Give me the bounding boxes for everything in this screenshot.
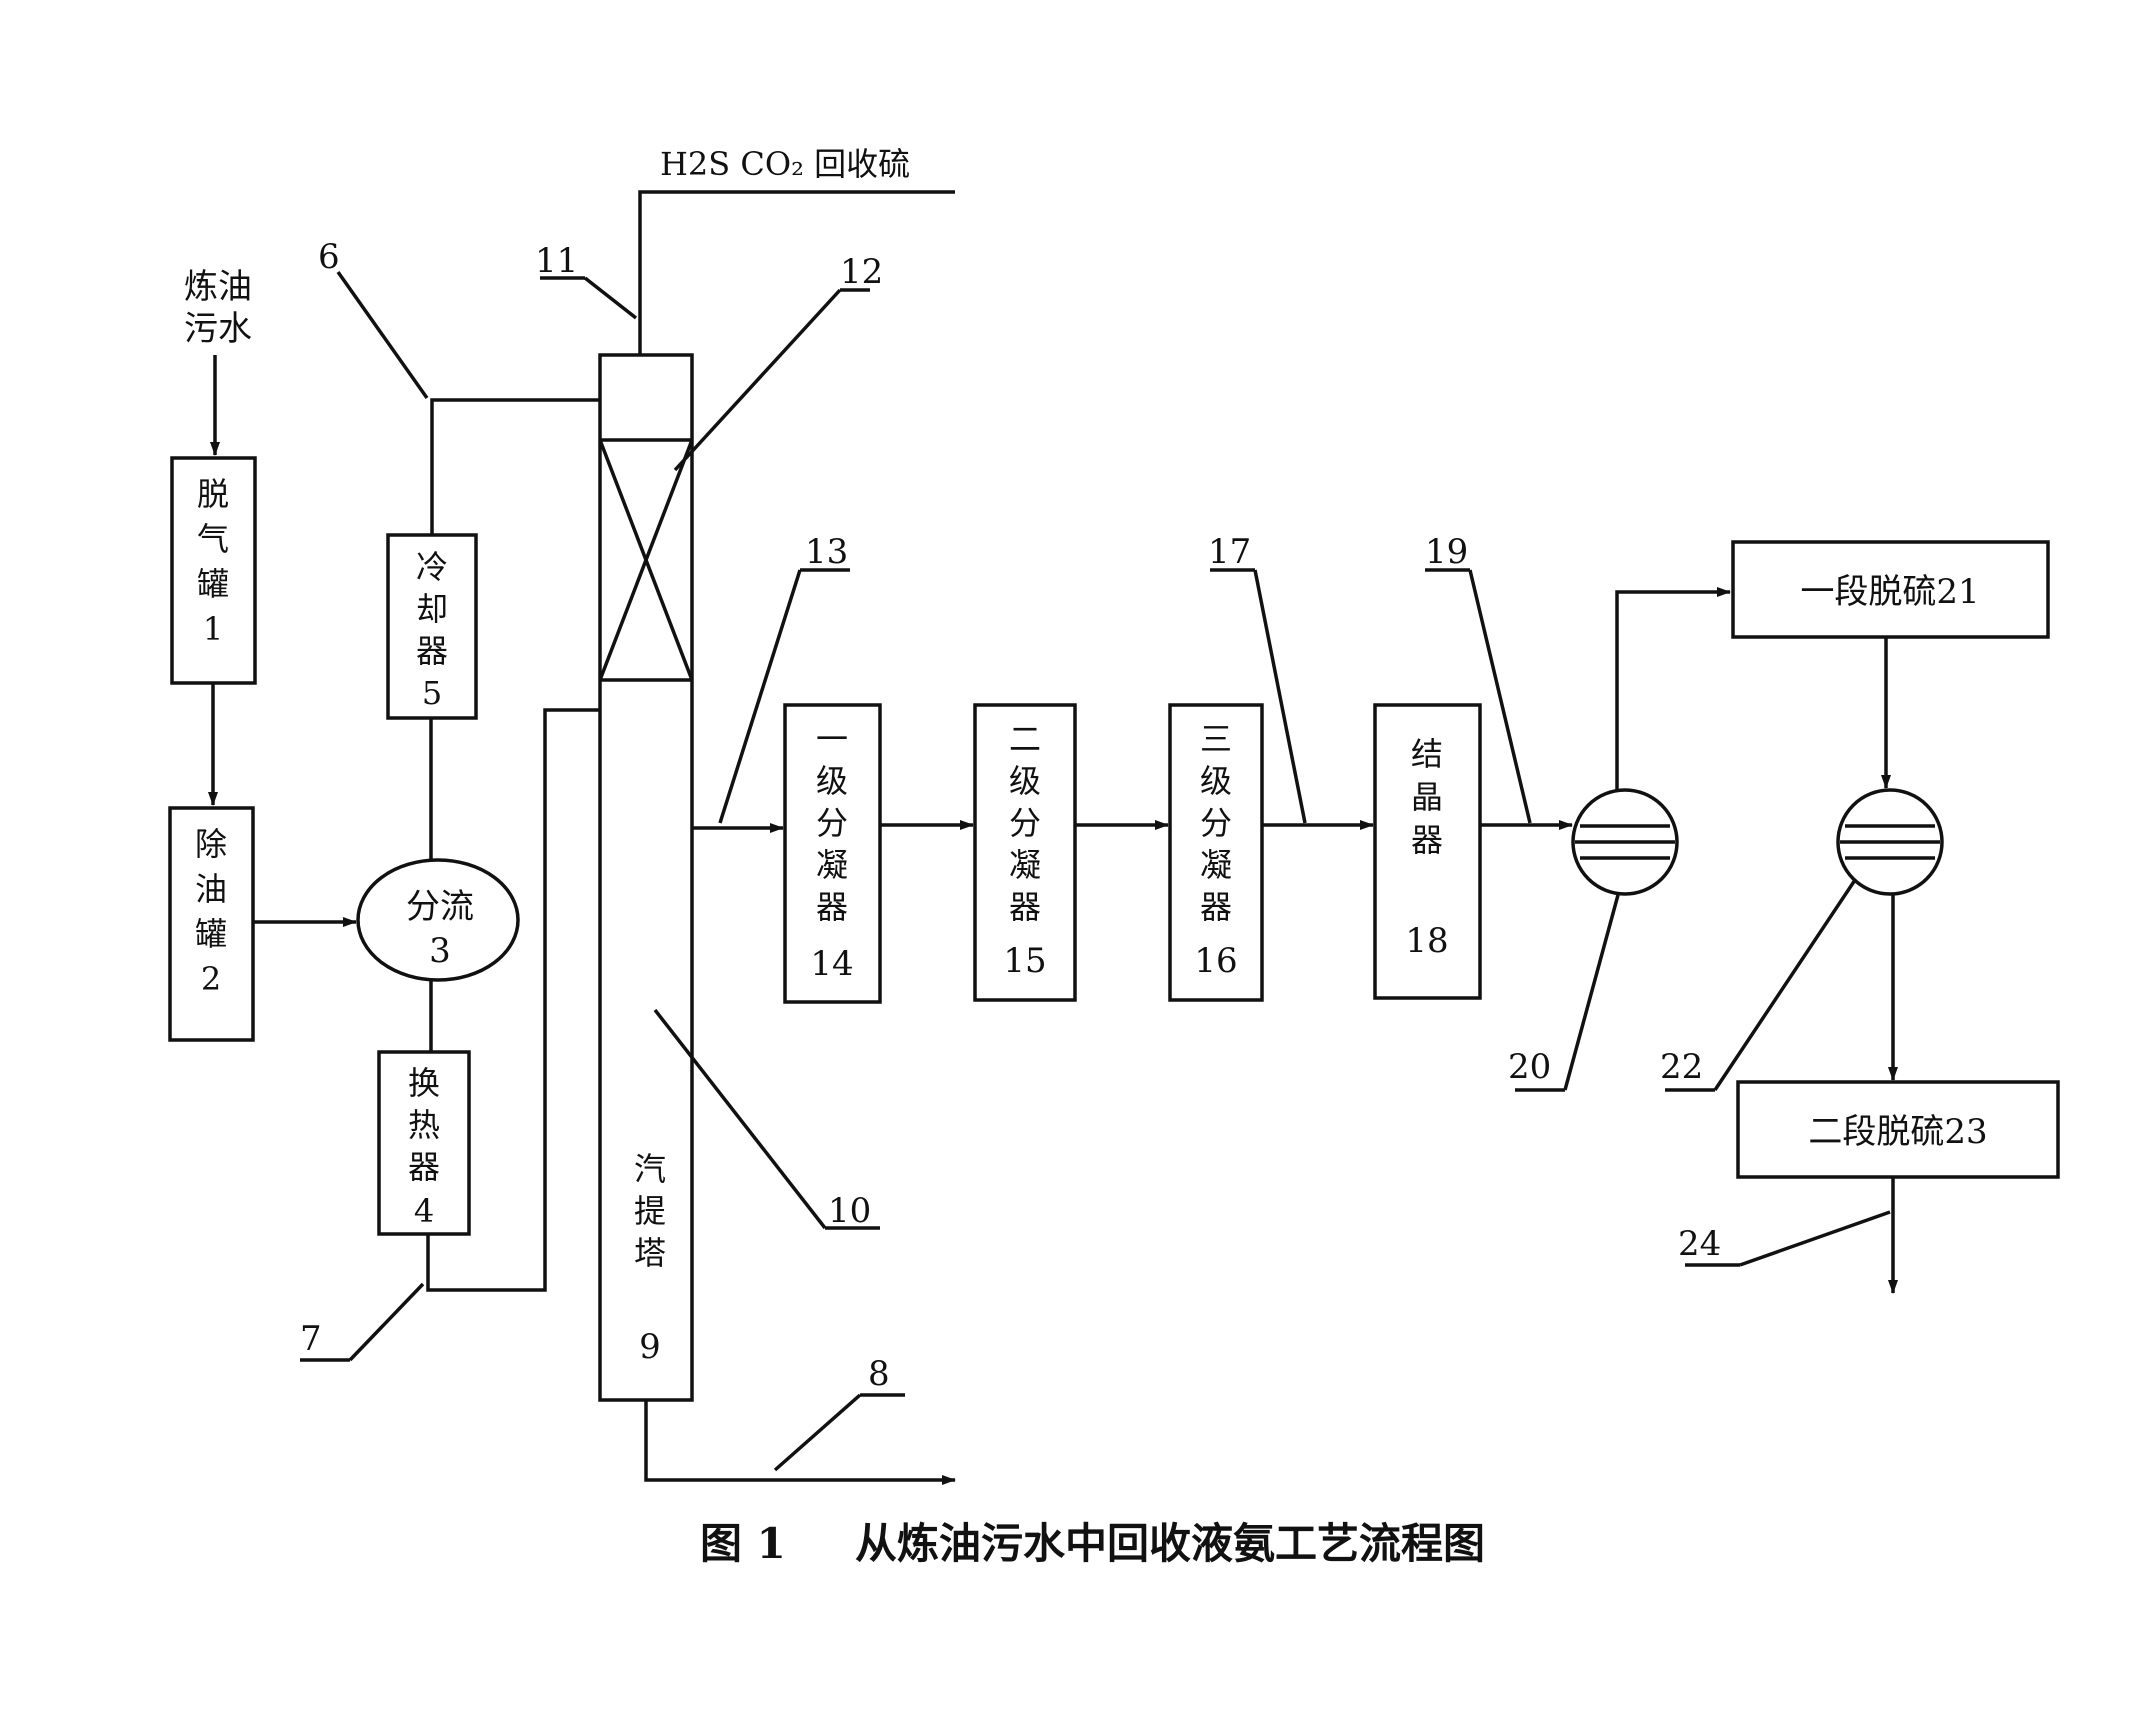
svg-text:器: 器 — [416, 632, 448, 670]
svg-text:冷: 冷 — [416, 548, 448, 586]
svg-text:级: 级 — [816, 762, 848, 800]
svg-text:8: 8 — [868, 1354, 890, 1394]
crystallizer: 结 晶 器 18 — [1373, 703, 1482, 1000]
svg-text:器: 器 — [1200, 888, 1232, 926]
svg-text:器: 器 — [408, 1148, 440, 1186]
svg-text:级: 级 — [1200, 762, 1232, 800]
cooler-to-stripper-line — [430, 395, 633, 535]
svg-text:凝: 凝 — [1009, 846, 1041, 884]
desulf-stage-1: 一段脱硫21 — [1731, 540, 2050, 639]
feed-label: 炼油 污水 — [184, 267, 252, 349]
svg-text:凝: 凝 — [1200, 846, 1232, 884]
cooler: 冷 却 器 5 — [386, 533, 478, 720]
svg-text:24: 24 — [1678, 1224, 1721, 1264]
svg-text:炼油: 炼油 — [184, 267, 252, 307]
svg-text:3: 3 — [429, 931, 451, 971]
svg-text:塔: 塔 — [634, 1234, 666, 1272]
callout-10: 10 — [653, 1008, 880, 1231]
figure-number: 图 1 — [700, 1519, 786, 1568]
splitter: 分流 3 — [356, 858, 520, 982]
svg-text:16: 16 — [1194, 941, 1237, 981]
svg-text:二段脱硫23: 二段脱硫23 — [1808, 1112, 1987, 1152]
svg-text:罐: 罐 — [197, 565, 229, 603]
svg-text:三: 三 — [1200, 720, 1232, 758]
oil-removal-tank: 除 油 罐 2 — [168, 806, 255, 1042]
condenser-2: 二 级 分 凝 器 15 — [973, 703, 1077, 1002]
callout-24: 24 — [1678, 1210, 1891, 1267]
svg-text:5: 5 — [422, 674, 442, 712]
callout-13: 13 — [718, 532, 850, 824]
svg-text:罐: 罐 — [195, 915, 227, 953]
svg-text:提: 提 — [634, 1192, 666, 1230]
callout-8: 8 — [773, 1354, 905, 1472]
separator-22 — [1836, 788, 1944, 896]
svg-text:结: 结 — [1411, 735, 1443, 773]
svg-text:器: 器 — [1411, 821, 1443, 859]
svg-text:凝: 凝 — [816, 846, 848, 884]
svg-text:热: 热 — [408, 1106, 440, 1144]
svg-text:20: 20 — [1508, 1047, 1551, 1087]
svg-text:2: 2 — [201, 960, 221, 998]
svg-text:19: 19 — [1425, 532, 1468, 572]
svg-text:除: 除 — [195, 825, 227, 863]
separator20-to-desulf1-line — [1615, 587, 1731, 790]
exchanger-to-stripper-line — [426, 705, 633, 1292]
svg-text:二: 二 — [1009, 720, 1041, 758]
svg-text:分: 分 — [1009, 804, 1041, 842]
callout-17: 17 — [1208, 532, 1307, 824]
svg-text:15: 15 — [1003, 941, 1046, 981]
stripper-column: 汽 提 塔 9 — [598, 353, 694, 1402]
top-output-line — [638, 190, 955, 355]
condenser-1: 一 级 分 凝 器 14 — [783, 703, 882, 1004]
svg-text:汽: 汽 — [634, 1150, 666, 1188]
svg-text:18: 18 — [1405, 921, 1448, 961]
svg-text:7: 7 — [300, 1319, 322, 1359]
callout-7: 7 — [300, 1282, 425, 1362]
svg-text:22: 22 — [1660, 1047, 1703, 1087]
svg-text:气: 气 — [197, 520, 229, 558]
desulf-stage-2: 二段脱硫23 — [1736, 1080, 2060, 1179]
svg-text:脱: 脱 — [197, 475, 229, 513]
svg-text:17: 17 — [1208, 532, 1251, 572]
heat-exchanger: 换 热 器 4 — [377, 1050, 471, 1236]
callout-12: 12 — [673, 252, 883, 472]
svg-text:器: 器 — [816, 888, 848, 926]
svg-text:却: 却 — [416, 590, 448, 628]
svg-text:一段脱硫21: 一段脱硫21 — [1800, 572, 1979, 612]
degas-tank: 脱 气 罐 1 — [170, 456, 257, 685]
svg-text:分流: 分流 — [406, 887, 474, 927]
figure-title: 从炼油污水中回收液氨工艺流程图 — [855, 1519, 1485, 1568]
svg-text:油: 油 — [195, 870, 227, 908]
svg-text:级: 级 — [1009, 762, 1041, 800]
condenser-3: 三 级 分 凝 器 16 — [1168, 703, 1264, 1002]
callout-6: 6 — [318, 237, 429, 400]
svg-text:换: 换 — [408, 1064, 440, 1102]
svg-text:10: 10 — [828, 1191, 871, 1231]
svg-text:一: 一 — [816, 720, 848, 758]
separator-20 — [1571, 788, 1679, 896]
callout-11: 11 — [535, 241, 638, 320]
svg-text:分: 分 — [1200, 804, 1232, 842]
svg-text:6: 6 — [318, 237, 340, 277]
svg-text:11: 11 — [535, 241, 578, 281]
svg-text:13: 13 — [805, 532, 848, 572]
svg-text:分: 分 — [816, 804, 848, 842]
svg-text:12: 12 — [840, 252, 883, 292]
svg-text:器: 器 — [1009, 888, 1041, 926]
svg-text:1: 1 — [203, 610, 223, 648]
svg-text:晶: 晶 — [1411, 778, 1443, 816]
callout-22: 22 — [1660, 879, 1857, 1092]
svg-text:9: 9 — [639, 1327, 661, 1367]
stripper-bottom-line — [644, 1400, 956, 1485]
svg-text:4: 4 — [414, 1192, 434, 1230]
svg-text:污水: 污水 — [184, 309, 252, 349]
callout-19: 19 — [1425, 532, 1532, 824]
svg-text:14: 14 — [810, 944, 853, 984]
top-output-label: H2S CO₂ 回收硫 — [660, 145, 910, 183]
callout-20: 20 — [1508, 894, 1620, 1092]
